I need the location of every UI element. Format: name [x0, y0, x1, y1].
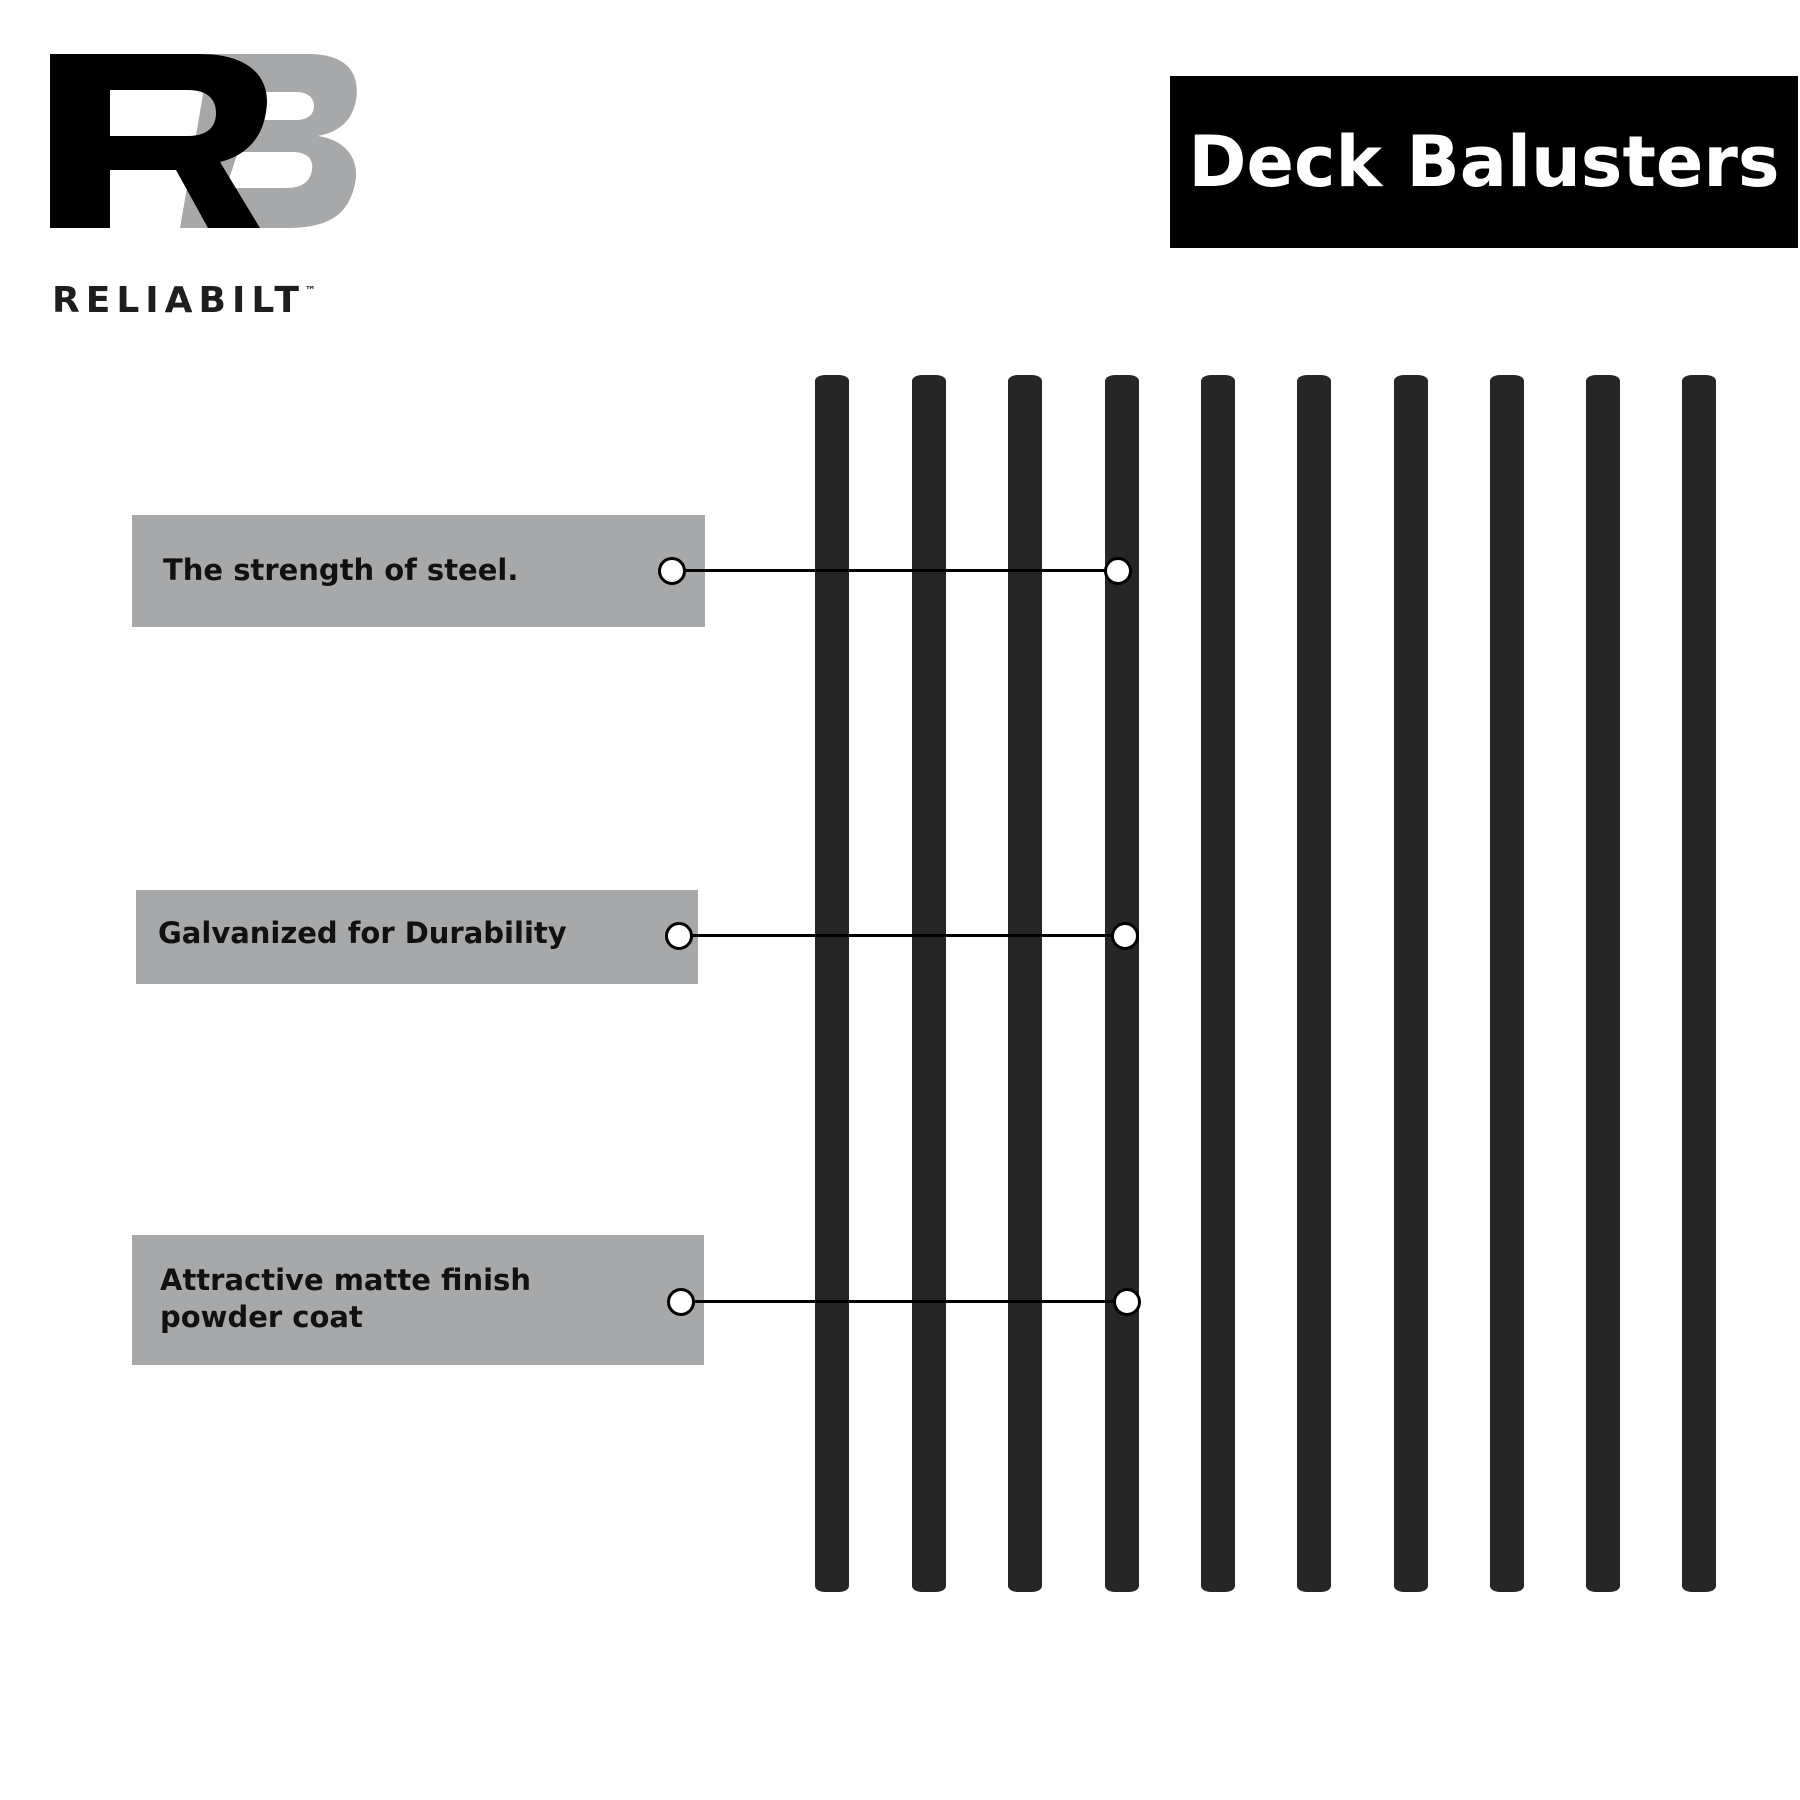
title-banner: Deck Balusters — [1170, 76, 1798, 248]
baluster — [1008, 375, 1042, 1592]
baluster — [1394, 375, 1428, 1592]
baluster — [1201, 375, 1235, 1592]
baluster — [1586, 375, 1620, 1592]
connector-line — [682, 1300, 1127, 1303]
feature-callout-finish — [132, 1235, 704, 1365]
baluster — [1297, 375, 1331, 1592]
logo-wordmark: RELIABILT™ — [52, 280, 316, 321]
feature-label: Galvanized for Durability — [158, 916, 567, 950]
baluster — [1682, 375, 1716, 1592]
callout-dot-icon — [658, 557, 686, 585]
connector-line — [672, 569, 1118, 572]
feature-label: The strength of steel. — [163, 553, 519, 587]
page-title: Deck Balusters — [1188, 121, 1780, 203]
callout-dot-icon — [1113, 1288, 1141, 1316]
feature-label-line2: powder coat — [160, 1300, 363, 1334]
callout-dot-icon — [667, 1288, 695, 1316]
baluster — [912, 375, 946, 1592]
callout-dot-icon — [1104, 557, 1132, 585]
baluster — [815, 375, 849, 1592]
callout-dot-icon — [665, 922, 693, 950]
baluster — [1490, 375, 1524, 1592]
reliabilt-logo: RELIABILT™ — [50, 48, 380, 321]
feature-callout-galvanized — [136, 890, 698, 984]
feature-label-line1: Attractive matte finish — [160, 1263, 531, 1297]
feature-callout-strength — [132, 515, 705, 627]
connector-line — [680, 934, 1124, 937]
rb-monogram-icon — [50, 54, 357, 228]
callout-dot-icon — [1111, 922, 1139, 950]
